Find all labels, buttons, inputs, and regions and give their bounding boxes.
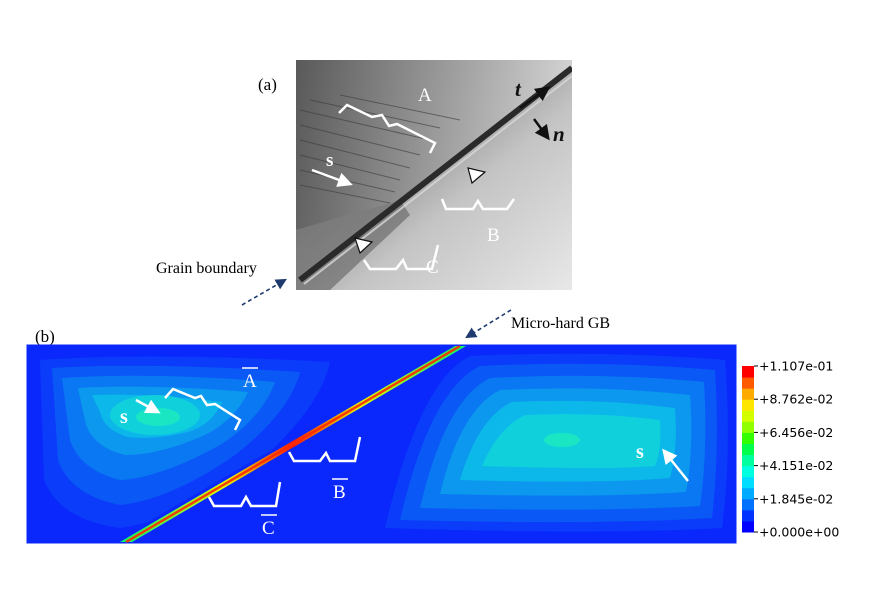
normal-label: n <box>553 122 565 146</box>
bracket-b <box>440 198 516 211</box>
slip-label-a: s <box>326 150 333 171</box>
slip-label-right: s <box>636 441 644 463</box>
field-border <box>26 344 737 544</box>
bracket-a <box>338 103 437 154</box>
contour-field <box>27 345 736 543</box>
colorbar-tick-label: +1.107e-01 <box>759 359 833 374</box>
grain-boundary-label: Grain boundary <box>156 260 257 277</box>
bracket-c-bar <box>207 481 282 508</box>
region-b-label: B <box>487 225 500 246</box>
panel-b-label: (b) <box>35 327 55 346</box>
micro-hard-gb-label: Micro-hard GB <box>511 315 610 332</box>
colorbar-segment <box>742 520 754 533</box>
colorbar-tick-label: +6.456e-02 <box>759 425 833 440</box>
region-b-bar-label: B <box>333 482 346 503</box>
colorbar-tick-label: +8.762e-02 <box>759 392 833 407</box>
colorbar-segment <box>742 410 754 422</box>
slip-label-left: s <box>120 406 128 428</box>
tangent-arrow <box>519 86 551 110</box>
micrograph <box>296 60 572 290</box>
region-c-bar-label: C <box>262 518 275 539</box>
colorbar-segment <box>742 388 754 400</box>
colorbar-segment <box>742 421 754 433</box>
colorbar-segment <box>742 476 754 489</box>
colorbar: +1.107e-01 +8.762e-02 +6.456e-02 +4.151e-02… <box>742 359 839 540</box>
colorbar-segment <box>742 454 754 467</box>
normal-arrow <box>532 118 550 141</box>
colorbar-tick-label: +4.151e-02 <box>759 458 833 473</box>
colorbar-segment <box>742 509 754 522</box>
colorbar-segment <box>742 443 754 456</box>
bracket-a-bar <box>164 387 242 431</box>
colorbar-segment <box>742 399 754 411</box>
slip-arrow-left <box>135 398 161 414</box>
colorbar-segment <box>742 487 754 500</box>
panel-a-label: (a) <box>258 75 277 94</box>
colorbar-segment <box>742 432 754 444</box>
colorbar-segment <box>742 465 754 478</box>
slip-arrow-a <box>311 168 353 187</box>
bracket-c <box>362 244 440 271</box>
colorbar-tick-label: +1.845e-02 <box>759 491 833 506</box>
arrowhead-icon <box>467 167 487 185</box>
slip-arrow-right <box>662 448 689 482</box>
colorbar-segment <box>742 366 754 378</box>
arrowhead-icon <box>354 237 374 255</box>
colorbar-tick-label: +0.000e+00 <box>759 525 839 540</box>
colorbar-segment <box>742 377 754 389</box>
tangent-label: t <box>515 77 522 101</box>
grain-boundary-arrow <box>241 278 287 306</box>
micro-hard-gb-arrow <box>465 309 512 339</box>
colorbar-segment <box>742 498 754 511</box>
region-a-label: A <box>418 85 432 106</box>
region-a-bar-label: A <box>243 371 257 392</box>
bracket-b-bar <box>287 436 362 463</box>
